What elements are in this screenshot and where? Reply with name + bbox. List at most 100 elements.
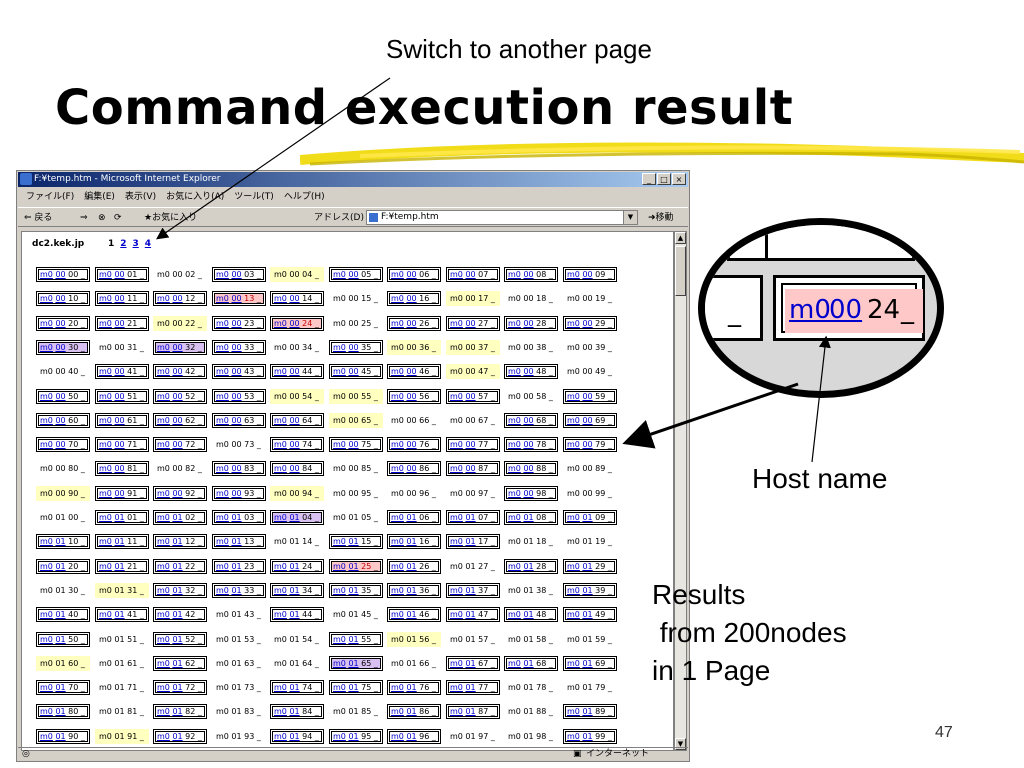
- result-cell[interactable]: m0 00 64 _: [270, 413, 324, 428]
- result-cell[interactable]: m0 00 75 _: [329, 437, 383, 452]
- host-link-m0[interactable]: m0: [40, 270, 53, 279]
- host-link-m0[interactable]: m0: [99, 610, 112, 619]
- result-cell[interactable]: m0 00 53 _: [212, 389, 266, 404]
- result-cell[interactable]: m0 00 09 _: [563, 267, 617, 282]
- host-link-group[interactable]: 00: [582, 392, 593, 401]
- result-cell[interactable]: m0 00 76 _: [387, 437, 441, 452]
- result-cell[interactable]: m0 01 86 _: [387, 704, 441, 719]
- host-link-group[interactable]: 01: [348, 683, 359, 692]
- result-cell[interactable]: m0 00 78 _: [504, 437, 558, 452]
- host-link-m0[interactable]: m0: [508, 562, 521, 571]
- result-cell[interactable]: m0 00 50 _: [36, 389, 90, 404]
- host-link-m0[interactable]: m0: [508, 513, 521, 522]
- host-link-group[interactable]: 00: [348, 343, 359, 352]
- host-link-group[interactable]: 00: [406, 319, 417, 328]
- host-link-group[interactable]: 00: [406, 440, 417, 449]
- host-link-m0[interactable]: m0: [450, 464, 463, 473]
- host-link-m0[interactable]: m0: [274, 319, 287, 328]
- host-link-group[interactable]: 01: [172, 562, 183, 571]
- result-cell[interactable]: m0 01 06 _: [387, 510, 441, 525]
- result-cell[interactable]: m0 01 74 _: [270, 680, 324, 695]
- host-link-m0[interactable]: m0: [567, 440, 580, 449]
- host-link-group[interactable]: 01: [348, 586, 359, 595]
- host-link-group[interactable]: 00: [114, 270, 125, 279]
- result-cell[interactable]: m0 01 76 _: [387, 680, 441, 695]
- host-link-m0[interactable]: m0: [274, 416, 287, 425]
- host-link-group[interactable]: 01: [406, 683, 417, 692]
- host-link-group[interactable]: 00: [172, 489, 183, 498]
- host-link-group[interactable]: 00: [55, 294, 66, 303]
- result-cell[interactable]: m0 01 62 _: [153, 656, 207, 671]
- host-link-group[interactable]: 01: [172, 659, 183, 668]
- host-link-m0[interactable]: m0: [157, 732, 170, 741]
- result-cell[interactable]: m0 00 81 _: [95, 461, 149, 476]
- host-link-m0[interactable]: m0: [274, 562, 287, 571]
- host-link-m0[interactable]: m0: [333, 586, 346, 595]
- chevron-down-icon[interactable]: ▼: [623, 211, 637, 224]
- host-link-m0[interactable]: m0: [157, 610, 170, 619]
- host-link-group[interactable]: 01: [348, 659, 359, 668]
- host-link-m0[interactable]: m0: [157, 707, 170, 716]
- result-cell[interactable]: m0 01 29 _: [563, 559, 617, 574]
- host-link-m0[interactable]: m0: [157, 294, 170, 303]
- back-button[interactable]: ⇐ 戻る: [24, 213, 53, 223]
- host-link-group[interactable]: 01: [172, 537, 183, 546]
- minimize-button[interactable]: _: [642, 173, 656, 185]
- host-link-m0[interactable]: m0: [157, 367, 170, 376]
- host-link-group[interactable]: 01: [406, 732, 417, 741]
- host-link-m0[interactable]: m0: [216, 367, 229, 376]
- host-link-group[interactable]: 00: [523, 489, 534, 498]
- host-link-m0[interactable]: m0: [216, 392, 229, 401]
- menu-edit[interactable]: 編集(E): [84, 192, 115, 202]
- result-cell[interactable]: m0 01 75 _: [329, 680, 383, 695]
- host-link-group[interactable]: 01: [406, 586, 417, 595]
- host-link-m0[interactable]: m0: [157, 659, 170, 668]
- host-link-m0[interactable]: m0: [99, 392, 112, 401]
- host-link-group[interactable]: 01: [55, 707, 66, 716]
- host-link-m0[interactable]: m0: [391, 610, 404, 619]
- host-link-group[interactable]: 00: [523, 416, 534, 425]
- result-cell[interactable]: m0 00 42 _: [153, 364, 207, 379]
- result-cell[interactable]: m0 00 33 _: [212, 340, 266, 355]
- result-cell[interactable]: m0 01 80 _: [36, 704, 90, 719]
- scroll-down-icon[interactable]: ▼: [675, 738, 686, 750]
- host-link-group[interactable]: 01: [289, 610, 300, 619]
- host-link-group[interactable]: 00: [406, 464, 417, 473]
- host-link-m0[interactable]: m0: [274, 683, 287, 692]
- host-link-group[interactable]: 00: [231, 392, 242, 401]
- result-cell[interactable]: m0 00 77 _: [446, 437, 500, 452]
- host-link-m0[interactable]: m0: [157, 537, 170, 546]
- result-cell[interactable]: m0 01 13 _: [212, 534, 266, 549]
- host-link-group[interactable]: 01: [289, 707, 300, 716]
- host-link-group[interactable]: 01: [465, 610, 476, 619]
- host-link-m0[interactable]: m0: [40, 416, 53, 425]
- host-link-m0[interactable]: m0: [567, 270, 580, 279]
- host-link-m0[interactable]: m0: [274, 610, 287, 619]
- host-link-group[interactable]: 01: [348, 537, 359, 546]
- result-cell[interactable]: m0 01 01 _: [95, 510, 149, 525]
- host-link-m0[interactable]: m0: [216, 294, 229, 303]
- host-link-group[interactable]: 01: [231, 586, 242, 595]
- result-cell[interactable]: m0 01 08 _: [504, 510, 558, 525]
- host-link-group[interactable]: 01: [582, 659, 593, 668]
- host-link-group[interactable]: 01: [114, 562, 125, 571]
- result-cell[interactable]: m0 01 92 _: [153, 729, 207, 744]
- host-link-m0[interactable]: m0: [274, 707, 287, 716]
- vertical-scrollbar[interactable]: ▲ ▼: [674, 231, 687, 751]
- host-link-group[interactable]: 01: [523, 562, 534, 571]
- result-cell[interactable]: m0 00 63 _: [212, 413, 266, 428]
- host-link-m0[interactable]: m0: [450, 683, 463, 692]
- host-link-group[interactable]: 01: [465, 586, 476, 595]
- host-link-m0[interactable]: m0: [391, 270, 404, 279]
- result-cell[interactable]: m0 00 62 _: [153, 413, 207, 428]
- result-cell[interactable]: m0 00 10 _: [36, 291, 90, 306]
- menu-file[interactable]: ファイル(F): [26, 192, 75, 202]
- host-link-group[interactable]: 01: [55, 635, 66, 644]
- host-link-m0[interactable]: m0: [216, 513, 229, 522]
- result-cell[interactable]: m0 01 41 _: [95, 607, 149, 622]
- host-link-m0[interactable]: m0: [333, 440, 346, 449]
- host-link-m0[interactable]: m0: [40, 610, 53, 619]
- host-link-group[interactable]: 01: [289, 683, 300, 692]
- host-link-group[interactable]: 01: [582, 562, 593, 571]
- host-link-group[interactable]: 01: [172, 732, 183, 741]
